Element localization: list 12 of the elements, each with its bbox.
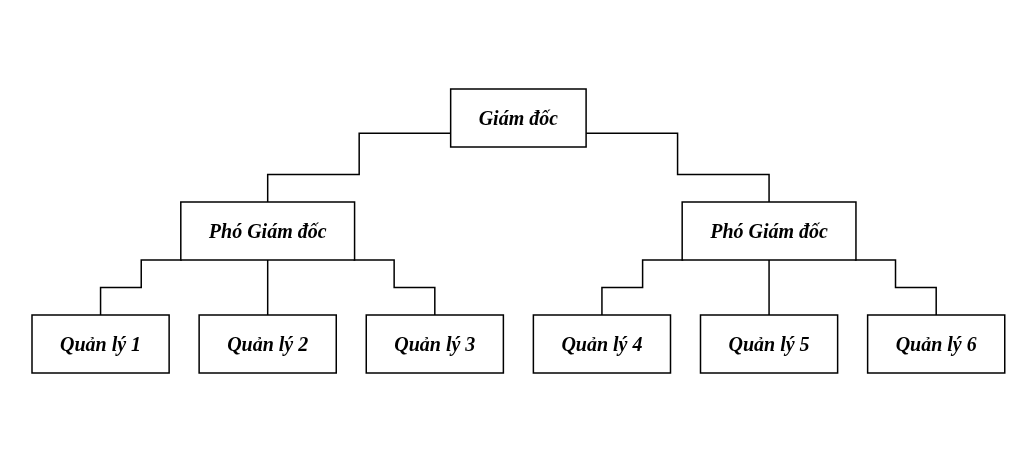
connector: [266, 259, 269, 316]
connector: [767, 259, 770, 316]
node-box: Quản lý 4: [532, 314, 671, 374]
node-box: Quản lý 1: [30, 314, 170, 374]
connector: [352, 259, 436, 316]
node-box: Giám đốc: [449, 88, 587, 148]
node-box: Quản lý 5: [699, 314, 838, 374]
node-box: Phó Giám đốc: [179, 201, 355, 261]
node-box: Quản lý 2: [198, 314, 337, 374]
node-box: Quản lý 6: [866, 314, 1006, 374]
node-box: Phó Giám đốc: [681, 201, 857, 261]
node-box: Quản lý 3: [365, 314, 504, 374]
